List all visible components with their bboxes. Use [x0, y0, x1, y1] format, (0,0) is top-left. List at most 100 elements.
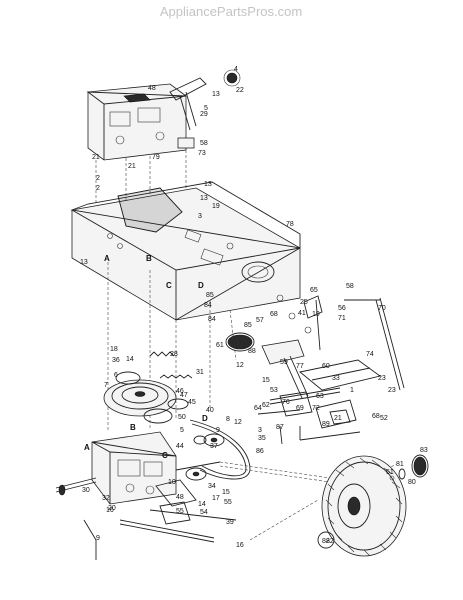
callout-30: 30: [82, 487, 90, 494]
callout-6: 6: [114, 372, 118, 379]
watermark-text: AppliancePartsPros.com: [160, 4, 302, 19]
callout-5: 5: [204, 105, 208, 112]
legend-circle-label: 82: [322, 538, 330, 545]
callout-71: 71: [338, 315, 346, 322]
callout-51: 51: [386, 469, 394, 476]
callout-20: 20: [108, 505, 116, 512]
callout-18: 18: [110, 346, 118, 353]
idler-pulleys: [185, 433, 225, 481]
callout-35: 35: [258, 435, 266, 442]
callout-73: 73: [198, 150, 206, 157]
deck-pulley-assembly: [103, 351, 193, 424]
callout-86: 86: [256, 448, 264, 455]
alignment-letter-d: D: [198, 281, 204, 290]
callout-14: 14: [198, 501, 206, 508]
callout-14: 14: [126, 356, 134, 363]
callout-89: 89: [322, 421, 330, 428]
callout-57: 57: [256, 317, 264, 324]
main-frame: [70, 181, 301, 321]
callout-19: 19: [212, 203, 220, 210]
callout-45: 45: [188, 399, 196, 406]
callout-3: 3: [258, 427, 262, 434]
callout-80: 80: [408, 479, 416, 486]
alignment-letter-b: B: [146, 254, 152, 263]
callout-77: 77: [296, 363, 304, 370]
callout-17: 17: [212, 495, 220, 502]
alignment-letter-c: C: [166, 281, 172, 290]
callout-28: 28: [170, 351, 178, 358]
callout-33: 33: [332, 375, 340, 382]
callout-15: 15: [262, 377, 270, 384]
dash-panel: [86, 83, 187, 161]
callout-23: 23: [388, 387, 396, 394]
callout-48: 48: [148, 85, 156, 92]
callout-13: 13: [212, 91, 220, 98]
callout-81: 81: [396, 461, 404, 468]
callout-9: 9: [216, 427, 220, 434]
callout-59: 59: [280, 359, 288, 366]
callout-22: 22: [236, 87, 244, 94]
callout-84: 84: [208, 316, 216, 323]
callout-41: 41: [298, 310, 306, 317]
callout-65: 65: [310, 287, 318, 294]
callout-85: 85: [206, 292, 214, 299]
callout-48: 48: [176, 494, 184, 501]
alignment-letter-a: A: [84, 443, 90, 452]
callout-70: 70: [378, 305, 386, 312]
callout-5: 5: [180, 427, 184, 434]
callout-68: 68: [372, 413, 380, 420]
callout-13: 13: [80, 259, 88, 266]
callout-13: 13: [204, 181, 212, 188]
callout-88: 88: [248, 348, 256, 355]
callout-21: 21: [128, 163, 136, 170]
callout-2: 2: [96, 185, 100, 192]
callout-39: 39: [226, 519, 234, 526]
drive-belt: [189, 419, 251, 480]
callout-58: 58: [346, 283, 354, 290]
callout-76: 76: [282, 399, 290, 406]
alignment-letter-d: D: [202, 414, 208, 423]
callout-29: 29: [200, 111, 208, 118]
callout-68: 68: [270, 311, 278, 318]
callout-61: 61: [216, 342, 224, 349]
alignment-letter-a: A: [104, 254, 110, 263]
callout-12: 12: [236, 362, 244, 369]
callout-83: 83: [420, 447, 428, 454]
callout-34: 34: [208, 483, 216, 490]
alignment-letter-b: B: [130, 423, 136, 432]
callout-46: 46: [176, 388, 184, 395]
callout-9: 9: [96, 535, 100, 542]
callout-72: 72: [312, 405, 320, 412]
shift-linkage: [83, 479, 237, 560]
callout-62: 62: [262, 402, 270, 409]
callout-12: 12: [234, 419, 242, 426]
callout-84: 84: [204, 302, 212, 309]
callout-44: 44: [176, 443, 184, 450]
callout-23: 23: [378, 375, 386, 382]
callout-4: 4: [234, 66, 238, 73]
callout-54: 54: [200, 509, 208, 516]
transaxle: [55, 431, 221, 505]
brake-rod: [288, 295, 405, 391]
lower-bracket: [279, 409, 361, 445]
callout-40: 40: [206, 407, 214, 414]
callout-37: 37: [210, 443, 218, 450]
callout-50: 50: [178, 414, 186, 421]
rear-wheel: [321, 455, 407, 557]
callout-55: 55: [176, 508, 184, 515]
callout-16: 16: [106, 507, 114, 514]
callout-2: 2: [96, 175, 100, 182]
callout-64: 64: [254, 405, 262, 412]
callout-63: 63: [316, 393, 324, 400]
callout-16: 16: [236, 542, 244, 549]
callout-13: 13: [200, 195, 208, 202]
callout-78: 78: [286, 221, 294, 228]
alignment-lines-upper: [95, 150, 187, 205]
callout-19: 19: [312, 311, 320, 318]
callout-74: 74: [366, 351, 374, 358]
callout-47: 47: [180, 392, 188, 399]
callout-15: 15: [222, 489, 230, 496]
callout-21: 21: [92, 154, 100, 161]
callout-8: 8: [226, 416, 230, 423]
